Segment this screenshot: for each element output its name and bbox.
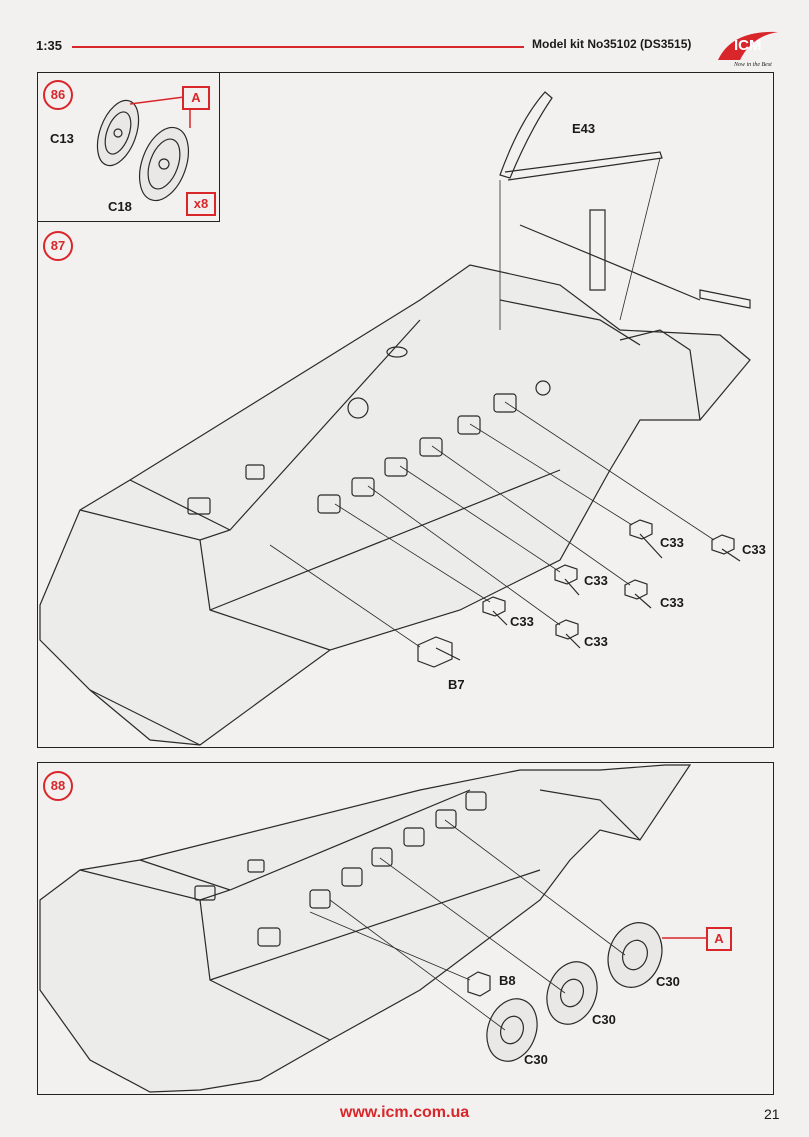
- part-label-b8: B8: [499, 973, 516, 988]
- step-87-badge: 87: [43, 231, 73, 261]
- panel-step-86: [37, 72, 220, 222]
- step-88-subassembly-a: A: [706, 927, 732, 951]
- kit-number: Model kit No35102 (DS3515): [532, 37, 692, 51]
- part-label-c33-4: C33: [660, 595, 684, 610]
- footer-website: www.icm.com.ua: [339, 1104, 470, 1121]
- part-label-c30-1: C30: [656, 974, 680, 989]
- part-b7-drawing: [417, 636, 461, 668]
- part-b8-drawing: [467, 971, 491, 997]
- logo-brand: ICM: [734, 37, 762, 54]
- part-label-c13: C13: [50, 131, 74, 146]
- part-label-c33-6: C33: [584, 634, 608, 649]
- wheel-c13-drawing: [96, 99, 140, 167]
- icm-logo: ICM Now in the Best: [718, 31, 778, 68]
- step-88-badge: 88: [43, 771, 73, 801]
- hull-step-88-drawing: [39, 764, 692, 1093]
- page-number: 21: [764, 1106, 780, 1122]
- step-86-badge: 86: [43, 80, 73, 110]
- part-label-b7: B7: [448, 677, 465, 692]
- step-86-subassembly-a: A: [182, 86, 210, 110]
- part-label-c33-5: C33: [510, 614, 534, 629]
- wheel-c18-drawing: [138, 126, 190, 202]
- logo-tagline: Now in the Best: [733, 62, 772, 68]
- header-rule: [72, 46, 524, 48]
- step-86-quantity: x8: [186, 192, 216, 216]
- wheel-c30-drawings: [486, 922, 663, 1062]
- part-label-c33-1: C33: [660, 535, 684, 550]
- part-label-c18: C18: [108, 199, 132, 214]
- panel-step-88: [37, 762, 774, 1095]
- part-c33-drawings: [482, 519, 741, 649]
- part-label-c30-2: C30: [592, 1012, 616, 1027]
- page-scale: 1:35: [36, 38, 63, 53]
- part-label-e43: E43: [572, 121, 596, 136]
- part-label-c33-2: C33: [742, 542, 766, 557]
- panel-steps-86-87: [37, 72, 774, 748]
- part-label-c30-3: C30: [524, 1052, 548, 1067]
- part-label-c33-3: C33: [584, 573, 608, 588]
- hull-step-87-drawing: [39, 91, 751, 746]
